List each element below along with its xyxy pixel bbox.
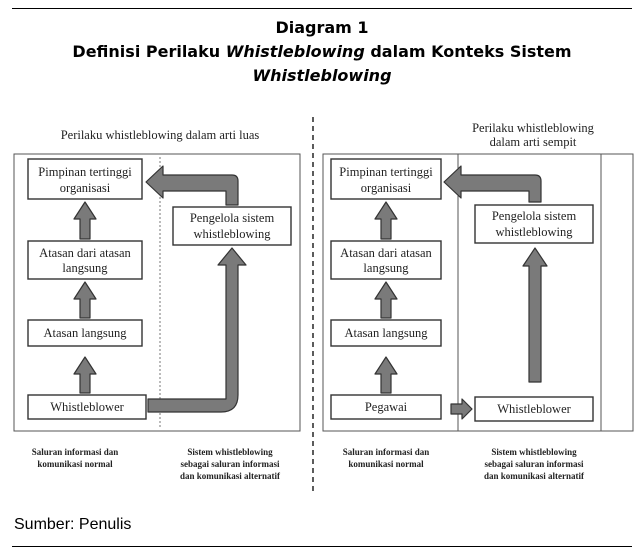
right-box-whistleblower-label: Whistleblower	[497, 402, 571, 416]
left-box-manager-line1: Pengelola sistem	[190, 211, 275, 225]
right-box-employee-label: Pegawai	[365, 400, 408, 414]
left-caption-alt-line1: Sistem whistleblowing	[187, 447, 273, 457]
right-caption-alt-line3: dan komunikasi alternatif	[484, 471, 585, 481]
top-rule	[12, 8, 632, 9]
right-panel-heading-line1: Perilaku whistleblowing	[472, 121, 595, 135]
left-caption-alt-line3: dan komunikasi alternatif	[180, 471, 281, 481]
right-up-arrow-1	[374, 201, 398, 240]
right-box-employee	[330, 394, 442, 420]
left-box-manager-line2: whistleblowing	[193, 227, 271, 241]
title-italic-2: Whistleblowing	[252, 66, 392, 85]
right-box-direct-supervisor	[330, 319, 442, 347]
right-caption-normal-line2: komunikasi normal	[348, 459, 424, 469]
right-box-direct-label: Atasan langsung	[345, 326, 429, 340]
left-box-mid-line2: langsung	[62, 261, 108, 275]
left-panel-heading: Perilaku whistleblowing dalam arti luas	[61, 128, 260, 142]
bottom-rule	[12, 546, 632, 547]
left-box-mid-line1: Atasan dari atasan	[39, 246, 131, 260]
right-box-whistleblower	[474, 396, 594, 422]
right-box-top-management	[330, 158, 442, 200]
right-box-system-manager	[474, 204, 594, 244]
left-up-arrow-3	[73, 356, 97, 394]
right-box-mid-line1: Atasan dari atasan	[340, 246, 432, 260]
left-box-whistleblower	[27, 394, 147, 420]
left-arrow-whistleblower-to-manager	[147, 247, 247, 413]
right-box-mid-line2: langsung	[363, 261, 409, 275]
left-box-whistleblower-label: Whistleblower	[50, 400, 124, 414]
left-panel-frame	[13, 153, 301, 432]
left-box-top-line2: organisasi	[60, 181, 111, 195]
diagram-title-line1: Definisi Perilaku Whistleblowing dalam K…	[0, 42, 644, 61]
left-caption-normal-line1: Saluran informasi dan	[32, 447, 119, 457]
left-box-system-manager	[172, 206, 292, 246]
right-box-supervisor-of-supervisor	[330, 240, 442, 280]
left-caption-alt-line2: sebagai saluran informasi	[180, 459, 280, 469]
right-panel-heading-line2: dalam arti sempit	[490, 135, 577, 149]
right-caption-alt-line2: sebagai saluran informasi	[484, 459, 584, 469]
right-box-manager-line2: whistleblowing	[495, 225, 573, 239]
left-up-arrow-1	[73, 201, 97, 240]
left-up-arrow-2	[73, 281, 97, 319]
right-box-top-line2: organisasi	[361, 181, 412, 195]
source-note: Sumber: Penulis	[14, 516, 132, 533]
diagram-number: Diagram 1	[275, 18, 369, 37]
left-box-top-line1: Pimpinan tertinggi	[38, 165, 132, 179]
right-up-arrow-2	[374, 281, 398, 319]
right-box-manager-line1: Pengelola sistem	[492, 209, 577, 223]
left-arrow-manager-to-top	[145, 165, 239, 206]
right-up-arrow-3	[374, 356, 398, 394]
title-italic-1: Whistleblowing	[225, 42, 365, 61]
left-box-supervisor-of-supervisor	[27, 240, 143, 280]
left-box-direct-label: Atasan langsung	[44, 326, 128, 340]
right-box-top-line1: Pimpinan tertinggi	[339, 165, 433, 179]
right-arrow-whistleblower-to-manager	[522, 247, 548, 383]
whistleblowing-diagram: Perilaku whistleblowing dalam arti luas …	[13, 117, 634, 495]
title-text-1: Definisi Perilaku	[72, 42, 226, 61]
title-text-2: dalam Konteks Sistem	[364, 42, 572, 61]
left-box-direct-supervisor	[27, 319, 143, 347]
left-caption-normal-line2: komunikasi normal	[37, 459, 113, 469]
diagram-title-line2: Whistleblowing	[0, 66, 644, 85]
right-caption-normal-line1: Saluran informasi dan	[343, 447, 430, 457]
right-arrow-manager-to-top	[443, 165, 542, 203]
right-caption-alt-line1: Sistem whistleblowing	[491, 447, 577, 457]
right-arrow-employee-to-whistleblower	[450, 398, 473, 420]
left-box-top-management	[27, 158, 143, 200]
